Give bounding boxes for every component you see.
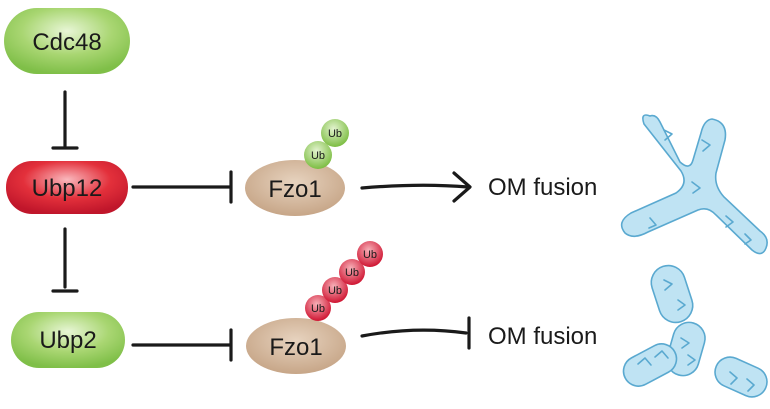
ub-green-1: Ub [304, 141, 332, 169]
cdc48-pill [4, 8, 130, 74]
fzo1-bottom-label: Fzo1 [269, 334, 322, 361]
fzo1-bottom-ellipse [246, 318, 346, 374]
edge-fzo1-activates-om-fusion [360, 171, 472, 203]
om-fusion-bottom-label: OM fusion [488, 323, 597, 350]
ub-red-3: Ub [339, 259, 365, 285]
node-cdc48: Cdc48 [4, 8, 130, 74]
ubp2-label: Ubp2 [39, 327, 96, 354]
ub-red-1: Ub [305, 295, 331, 321]
ub-red-4: Ub [357, 241, 383, 267]
mito-fragment-3 [622, 343, 678, 387]
edge-ubp12-inhibits-fzo1 [131, 170, 233, 204]
svg-text:Ub: Ub [311, 303, 325, 315]
svg-text:Ub: Ub [311, 150, 325, 162]
svg-text:Ub: Ub [345, 267, 359, 279]
svg-text:Ub: Ub [363, 249, 377, 261]
node-ubp2: Ubp2 [11, 312, 125, 368]
ubp12-label: Ubp12 [32, 175, 103, 202]
fragmented-mitochondria-icon [622, 264, 768, 398]
node-fzo1-top: Fzo1 [245, 160, 345, 216]
edge-fzo1-inhibits-om-fusion [360, 316, 471, 350]
fused-mitochondrion-icon [620, 114, 768, 255]
ubp2-pill [11, 312, 125, 368]
edge-ubp12-inhibits-ubp2 [51, 227, 79, 293]
edge-cdc48-inhibits-ubp12 [51, 90, 79, 150]
fzo1-top-ellipse [245, 160, 345, 216]
mito-fragment-1 [650, 264, 694, 324]
edge-ubp2-inhibits-fzo1 [131, 328, 233, 362]
node-fzo1-bottom: Fzo1 [246, 318, 346, 374]
ub-chain-short: Ub Ub [304, 119, 349, 169]
fzo1-top-label: Fzo1 [268, 176, 321, 203]
ub-green-2: Ub [321, 119, 349, 147]
cdc48-label: Cdc48 [32, 29, 101, 56]
svg-text:Ub: Ub [328, 128, 342, 140]
svg-text:Ub: Ub [328, 285, 342, 297]
node-ubp12: Ubp12 [6, 161, 128, 214]
ubp12-pill [6, 161, 128, 214]
ub-chain-long: Ub Ub Ub Ub [305, 241, 383, 321]
mito-fragment-4 [714, 356, 768, 398]
edges [51, 90, 472, 362]
ub-red-2: Ub [322, 277, 348, 303]
om-fusion-top-label: OM fusion [488, 174, 597, 201]
